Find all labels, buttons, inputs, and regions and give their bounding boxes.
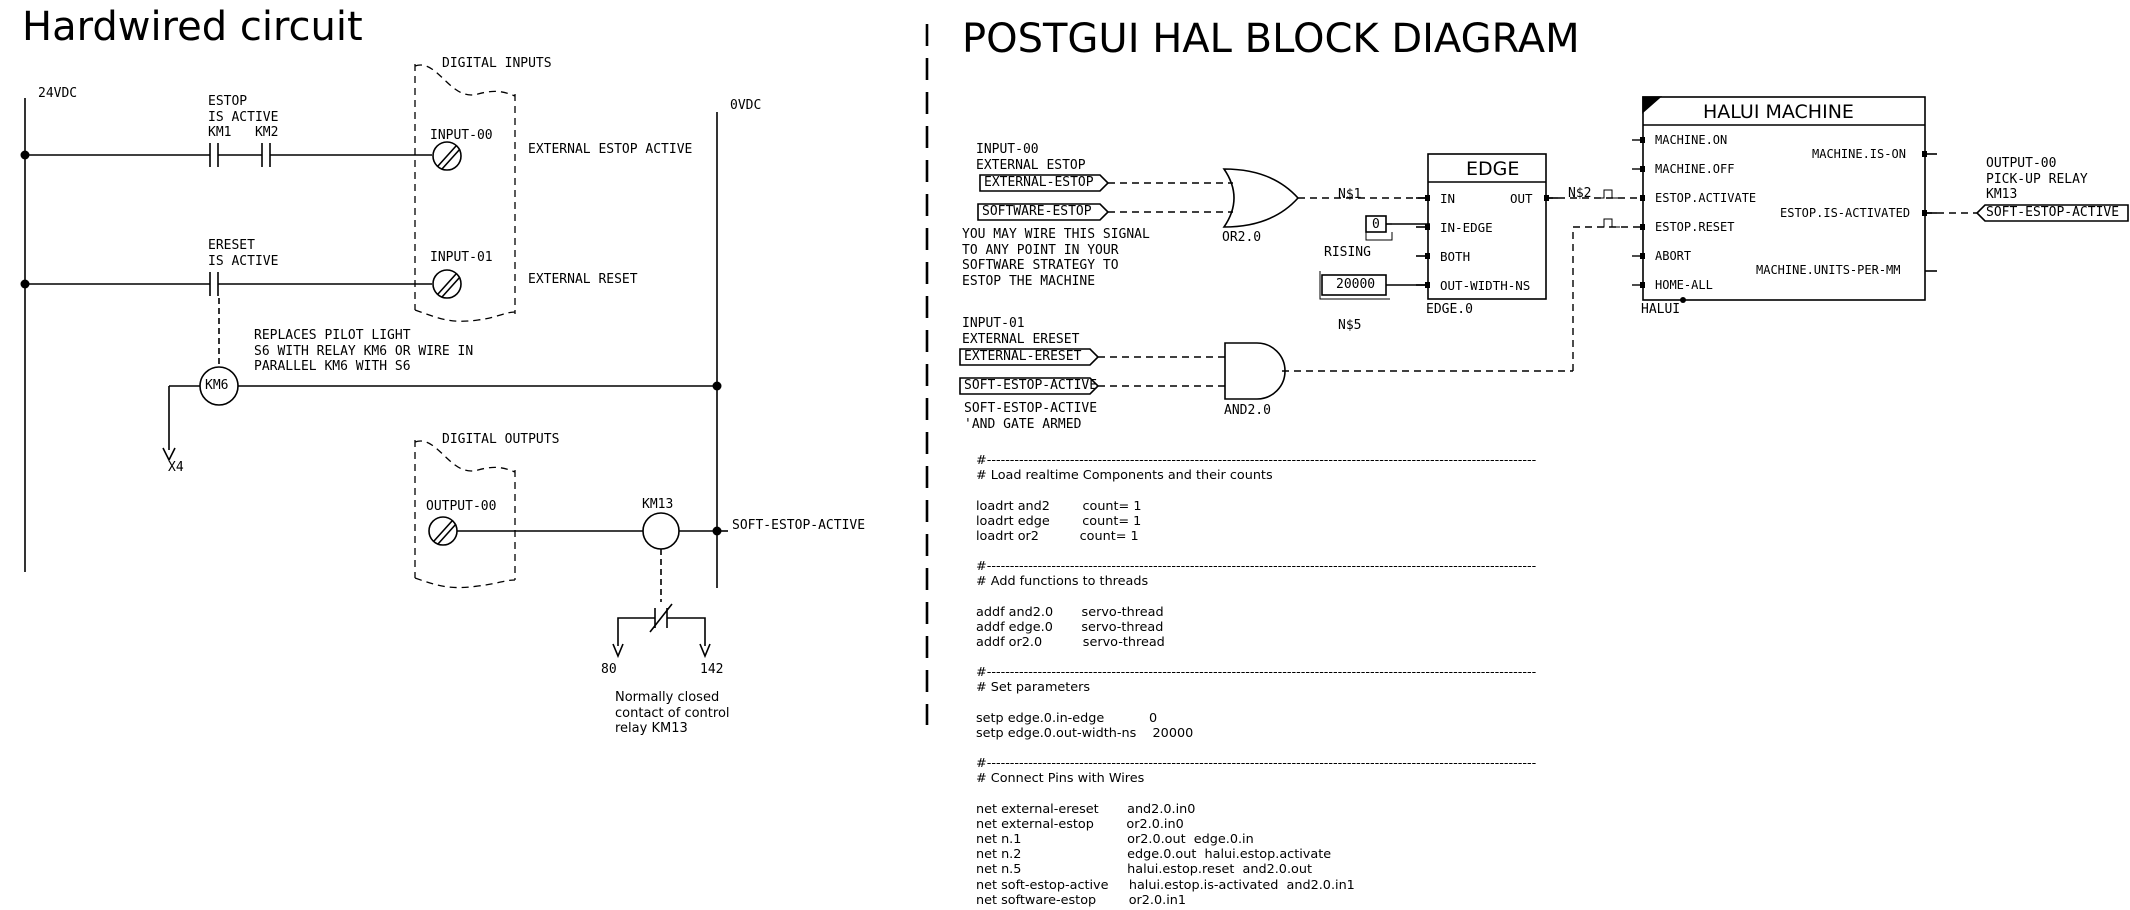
soft-estop-active-out-tag: SOFT-ESTOP-ACTIVE <box>1986 205 2120 220</box>
halui-pin-machine-off: MACHINE.OFF <box>1655 162 1735 176</box>
edge-pin-in-edge: IN-EDGE <box>1440 220 1493 235</box>
code-block-set-parameters: #---------------------------------------… <box>976 665 1537 741</box>
halui-pin-machine-on: MACHINE.ON <box>1655 133 1728 147</box>
edge-pin-both: BOTH <box>1440 249 1471 264</box>
replaces-pilot-light-note: REPLACES PILOT LIGHT S6 WITH RELAY KM6 O… <box>254 328 474 374</box>
and-gate-shape <box>1224 342 1286 400</box>
estop-contact-label: ESTOP IS ACTIVE KM1 KM2 <box>208 94 279 140</box>
wire-signal-note: YOU MAY WIRE THIS SIGNAL TO ANY POINT IN… <box>962 227 1150 289</box>
label-0vdc: 0VDC <box>730 98 762 113</box>
external-reset-label: EXTERNAL RESET <box>528 272 638 287</box>
terminal-142-label: 142 <box>700 662 724 677</box>
digital-inputs-label: DIGITAL INPUTS <box>442 56 552 71</box>
external-estop-active-label: EXTERNAL ESTOP ACTIVE <box>528 142 693 157</box>
halui-pin-estop-reset: ESTOP.RESET <box>1655 220 1735 234</box>
out-width-value: 20000 <box>1336 277 1376 292</box>
halui-pin-machine-is-on: MACHINE.IS-ON <box>1812 147 1906 161</box>
halui-pin-abort: ABORT <box>1655 249 1692 263</box>
hardwired-circuit-title: Hardwired circuit <box>22 4 363 50</box>
km6-label: KM6 <box>205 378 229 393</box>
or-gate-label: OR2.0 <box>1222 230 1262 245</box>
net-n2-label: N$2 <box>1568 186 1592 201</box>
halui-pin-estop-is-activated: ESTOP.IS-ACTIVATED <box>1780 206 1911 220</box>
nc-contact-note: Normally closed contact of control relay… <box>615 690 730 736</box>
edge-pin-in: IN <box>1440 191 1456 206</box>
ereset-contact-label: ERESET IS ACTIVE <box>208 238 279 269</box>
soft-estop-active-label: SOFT-ESTOP-ACTIVE <box>732 518 866 533</box>
input-01-label: INPUT-01 <box>430 250 493 265</box>
in-edge-value: 0 <box>1372 217 1380 232</box>
code-block-load-components: #---------------------------------------… <box>976 453 1537 545</box>
soft-estop-active-tag: SOFT-ESTOP-ACTIVE <box>964 378 1098 393</box>
and-gate-armed-note: SOFT-ESTOP-ACTIVE 'AND GATE ARMED <box>964 401 1098 432</box>
input-00-label: INPUT-00 <box>430 128 493 143</box>
halui-block-title: HALUI MACHINE <box>1703 101 1854 123</box>
terminal-80-label: 80 <box>601 662 617 677</box>
code-block-connect-pins: #---------------------------------------… <box>976 756 1537 908</box>
input-00-ext-estop-label: INPUT-00 EXTERNAL ESTOP <box>976 142 1086 173</box>
label-24vdc: 24VDC <box>38 86 78 101</box>
x4-label: X4 <box>168 460 184 475</box>
halui-pin-home-all: HOME-ALL <box>1655 278 1713 292</box>
or-gate-shape <box>1222 168 1300 228</box>
halui-pin-machine-units-per-mm: MACHINE.UNITS-PER-MM <box>1756 263 1901 277</box>
edge-pin-out-width-ns: OUT-WIDTH-NS <box>1440 278 1531 293</box>
edge-pin-out: OUT <box>1510 191 1533 206</box>
rising-label: RISING <box>1324 245 1371 260</box>
km13-coil <box>642 512 680 550</box>
km13-label: KM13 <box>642 497 674 512</box>
input-01-ext-ereset-label: INPUT-01 EXTERNAL ERESET <box>962 316 1080 347</box>
output-00-pickup-relay-label: OUTPUT-00 PICK-UP RELAY KM13 <box>1986 156 2088 202</box>
edge-instance-name: EDGE.0 <box>1426 302 1473 317</box>
hal-block-diagram-title: POSTGUI HAL BLOCK DIAGRAM <box>962 16 1580 62</box>
halui-pin-estop-activate: ESTOP.ACTIVATE <box>1655 191 1757 205</box>
code-block-add-functions: #---------------------------------------… <box>976 559 1537 651</box>
net-n5-label: N$5 <box>1338 318 1362 333</box>
halui-instance-name: HALUI <box>1641 302 1681 317</box>
external-estop-tag: EXTERNAL-ESTOP <box>984 175 1094 190</box>
edge-block-title: EDGE <box>1466 158 1520 180</box>
software-estop-tag: SOFTWARE-ESTOP <box>982 204 1092 219</box>
net-n1-label: N$1 <box>1338 187 1362 202</box>
external-ereset-tag: EXTERNAL-ERESET <box>964 349 1082 364</box>
output-00-label: OUTPUT-00 <box>426 499 497 514</box>
digital-outputs-label: DIGITAL OUTPUTS <box>442 432 560 447</box>
and-gate-label: AND2.0 <box>1224 403 1271 418</box>
